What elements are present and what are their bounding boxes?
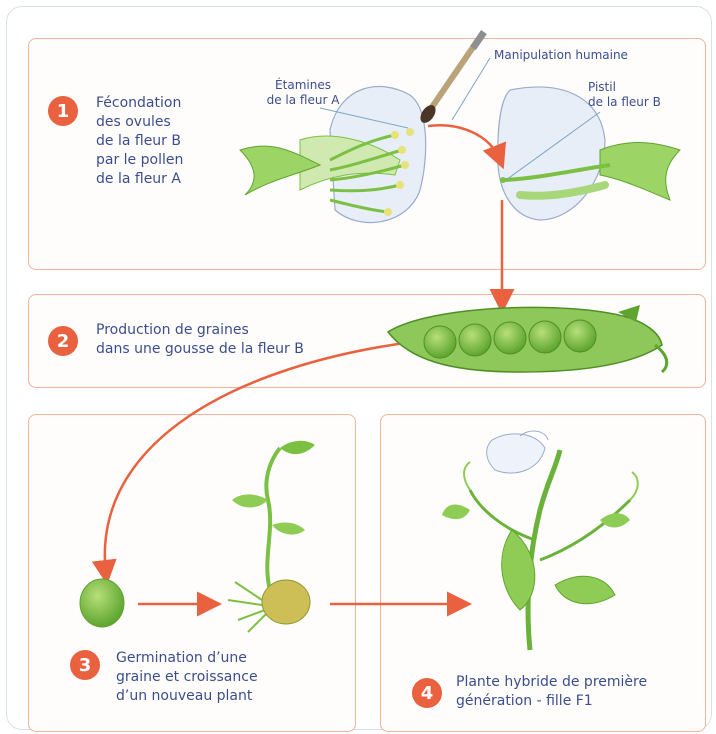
paintbrush-illustration — [417, 32, 484, 126]
seedling-illustration — [228, 441, 315, 632]
step-4-text: Plante hybride de première génération - … — [456, 673, 696, 711]
step-3-text: Germination d’une graine et croissance d… — [116, 649, 336, 706]
pea-pod-illustration — [388, 305, 667, 372]
manipulation-label: Manipulation humaine — [494, 48, 684, 63]
seed-illustration — [80, 579, 124, 627]
pollination-arrow — [428, 125, 500, 160]
step-4-badge: 4 — [412, 678, 442, 708]
etamines-label: Étamines de la fleur A — [248, 78, 358, 108]
step-1-badge: 1 — [48, 96, 78, 126]
pistil-label: Pistil de la fleur B — [588, 80, 698, 110]
step-2-badge: 2 — [48, 326, 78, 356]
step-3-badge: 3 — [70, 650, 100, 680]
hybrid-plant-illustration — [442, 431, 638, 650]
step-1-text: Fécondation des ovules de la fleur B par… — [96, 94, 246, 189]
step-2-text: Production de graines dans une gousse de… — [96, 321, 386, 359]
seed-to-germination-arrow — [105, 342, 412, 575]
